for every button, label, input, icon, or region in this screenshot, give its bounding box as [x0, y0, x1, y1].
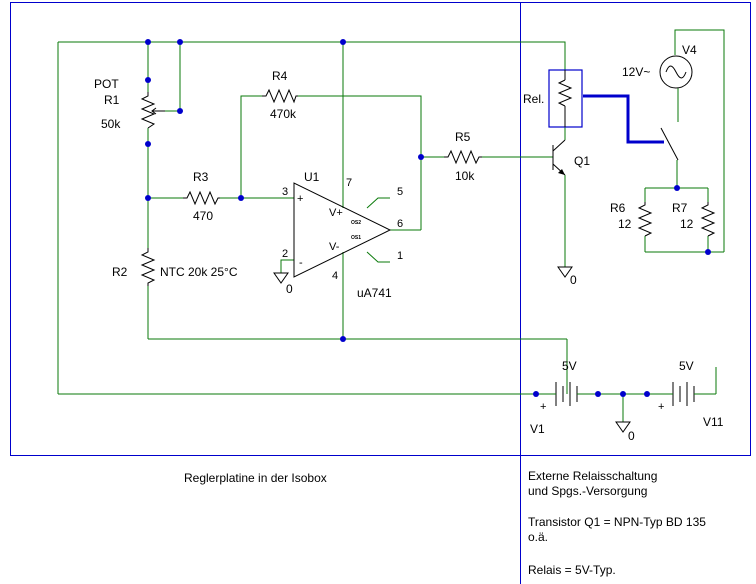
battery-v11: + 5V V11	[658, 359, 724, 429]
board-label: Reglerplatine in der Isobox	[184, 471, 327, 485]
u1-model: uA741	[357, 286, 392, 300]
r4-value: 470k	[270, 107, 297, 121]
v1-label: V1	[530, 422, 545, 436]
notes: Reglerplatine in der Isobox Externe Rela…	[184, 469, 706, 577]
external-note-line2: und Spgs.-Versorgung	[528, 484, 647, 498]
ground-battery: 0	[615, 421, 635, 443]
ntc-r2: R2 NTC 20k 25°C	[112, 248, 238, 286]
resistor-r6: R6 12	[610, 201, 653, 237]
transistor-q1: Q1	[552, 139, 590, 176]
r5-label: R5	[455, 130, 471, 144]
r4-label: R4	[272, 69, 288, 83]
r2-value: NTC 20k 25°C	[160, 265, 238, 279]
ac-source-v4: V4 12V~	[622, 43, 697, 89]
v4-label: V4	[682, 43, 697, 57]
vplus-label: V+	[329, 207, 343, 219]
pin5-label: 5	[397, 186, 403, 198]
q1-label: Q1	[574, 154, 590, 168]
r5-value: 10k	[455, 169, 475, 183]
v11-label: V11	[703, 415, 724, 429]
pin2-label: 2	[282, 248, 288, 260]
u1-label: U1	[304, 170, 320, 184]
pin7-label: 7	[346, 177, 352, 189]
transistor-note-line2: o.ä.	[528, 530, 548, 544]
ground-opamp: 0	[273, 272, 293, 296]
resistor-r7: R7 12	[672, 201, 716, 237]
vminus-label: V-	[329, 241, 340, 253]
pin3-label: 3	[282, 186, 288, 198]
transistor-note-line1: Transistor Q1 = NPN-Typ BD 135	[528, 515, 706, 529]
pin1-label: 1	[397, 250, 403, 262]
os2-label: OS2	[351, 220, 361, 226]
ground-q1: 0	[557, 266, 577, 287]
relay-label: Rel.	[523, 92, 544, 106]
r3-label: R3	[193, 170, 209, 184]
r7-value: 12	[680, 217, 694, 231]
r3-value: 470	[193, 209, 213, 223]
ground-q1-label: 0	[570, 273, 577, 287]
v4-value: 12V~	[622, 65, 650, 79]
v1-plus-mark: +	[540, 401, 546, 413]
os1-label: OS1	[351, 235, 361, 241]
ground-battery-label: 0	[628, 429, 635, 443]
r6-value: 12	[618, 217, 632, 231]
relay-note: Relais = 5V-Typ.	[528, 563, 616, 577]
r6-label: R6	[610, 201, 626, 215]
external-note-line1: Externe Relaisschaltung	[528, 469, 657, 483]
v11-plus-mark: +	[658, 401, 664, 413]
resistor-r3: R3 470	[183, 170, 220, 223]
pin6-label: 6	[397, 218, 403, 230]
pin4-label: 4	[332, 270, 338, 282]
minus-input-label: -	[299, 257, 303, 269]
ground-opamp-label: 0	[286, 282, 293, 296]
v11-value: 5V	[679, 359, 694, 373]
battery-v1: + 5V V1	[530, 359, 585, 436]
r7-label: R7	[672, 201, 688, 215]
relay-switch-link	[583, 94, 679, 161]
relay-coil: Rel.	[523, 69, 583, 128]
v1-value: 5V	[562, 359, 577, 373]
pot-label: POT	[94, 77, 119, 91]
junction-dots	[145, 39, 711, 397]
r1-label: R1	[104, 93, 120, 107]
plus-input-label: +	[297, 193, 303, 205]
resistor-r4: R4 470k	[262, 69, 298, 121]
potentiometer-r1: POT R1 50k	[94, 77, 165, 131]
panel-frames	[10, 2, 751, 584]
resistor-r5: R5 10k	[444, 130, 482, 183]
r2-label: R2	[112, 265, 128, 279]
opamp-u1: U1 uA741 3 2 7 4 6 5 1 V+ V- + - OS2 OS1	[282, 170, 403, 300]
r1-value: 50k	[101, 117, 121, 131]
board-frame	[10, 2, 751, 456]
